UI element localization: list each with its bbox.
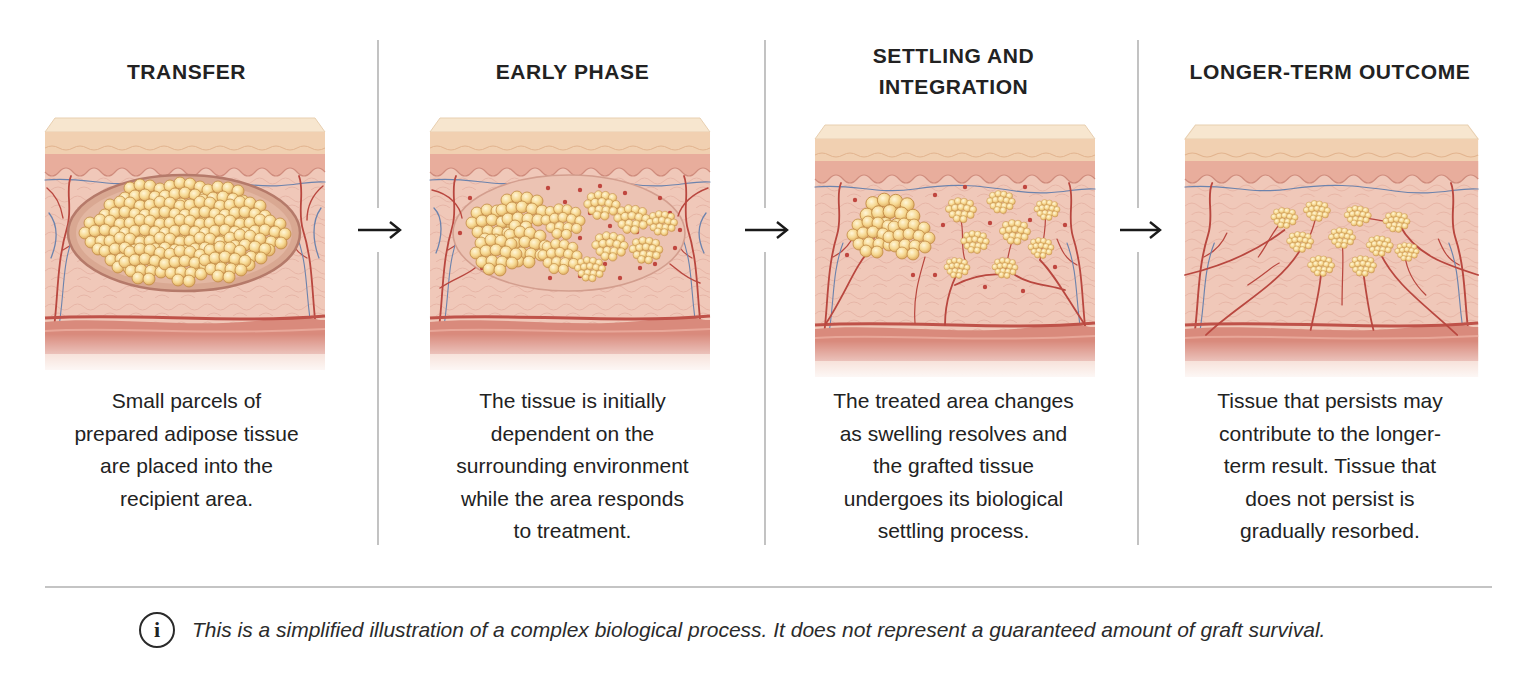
info-icon-letter: i — [140, 611, 174, 649]
capillary — [870, 213, 1046, 323]
artery — [432, 188, 708, 288]
stage-panel: EARLY PHASE The tissue is initially depen… — [400, 40, 745, 556]
skin-cross-section — [1183, 125, 1480, 383]
stage-description: The tissue is initially dependent on the… — [453, 385, 692, 548]
stage-heading: SETTLING AND INTEGRATION — [854, 40, 1054, 102]
stage-description: Small parcels of prepared adipose tissue… — [71, 385, 303, 515]
artery — [1185, 225, 1478, 335]
tissue-layers — [813, 125, 1097, 383]
stage-heading: TRANSFER — [37, 40, 337, 102]
stage-description: The treated area changes as swelling res… — [829, 385, 1079, 548]
label-slot: i — [140, 611, 174, 649]
fat-lobules — [1271, 201, 1419, 277]
blood-dots — [458, 184, 682, 280]
stage-arrow — [745, 229, 787, 231]
footer-rule — [45, 586, 1492, 587]
fat-lobules — [466, 191, 678, 282]
disclaimer-note: This is a simplified illustration of a c… — [192, 615, 1325, 645]
stage-panel: TRANSFER Small parcels of prepared adipos… — [15, 40, 358, 540]
blood-dots — [845, 185, 1067, 293]
skin-cross-section — [813, 125, 1097, 383]
skin-cross-section — [428, 118, 712, 376]
stage-arrow — [1120, 229, 1160, 231]
stage-heading: EARLY PHASE — [423, 40, 723, 102]
fat-lobules — [79, 177, 291, 287]
skin-cross-section — [43, 118, 327, 376]
stage-panel: SETTLING AND INTEGRATION The treated area… — [787, 40, 1120, 556]
tissue-layers — [43, 118, 327, 376]
tissue-layers — [428, 118, 712, 376]
artery — [825, 250, 1085, 325]
label-slot: This is a simplified illustration of a c… — [192, 615, 1325, 645]
fat-lobules — [847, 191, 1060, 279]
artery — [47, 186, 323, 220]
stage-description: Tissue that persists may contribute to t… — [1209, 385, 1451, 548]
graft-pocket — [68, 175, 300, 291]
stage-heading: LONGER-TERM OUTCOME — [1175, 40, 1485, 102]
tissue-layers — [1183, 125, 1480, 383]
graft-pocket — [453, 175, 685, 291]
stage-panel: LONGER-TERM OUTCOME Tissue that persists … — [1160, 40, 1500, 556]
stage-arrow — [358, 229, 400, 231]
